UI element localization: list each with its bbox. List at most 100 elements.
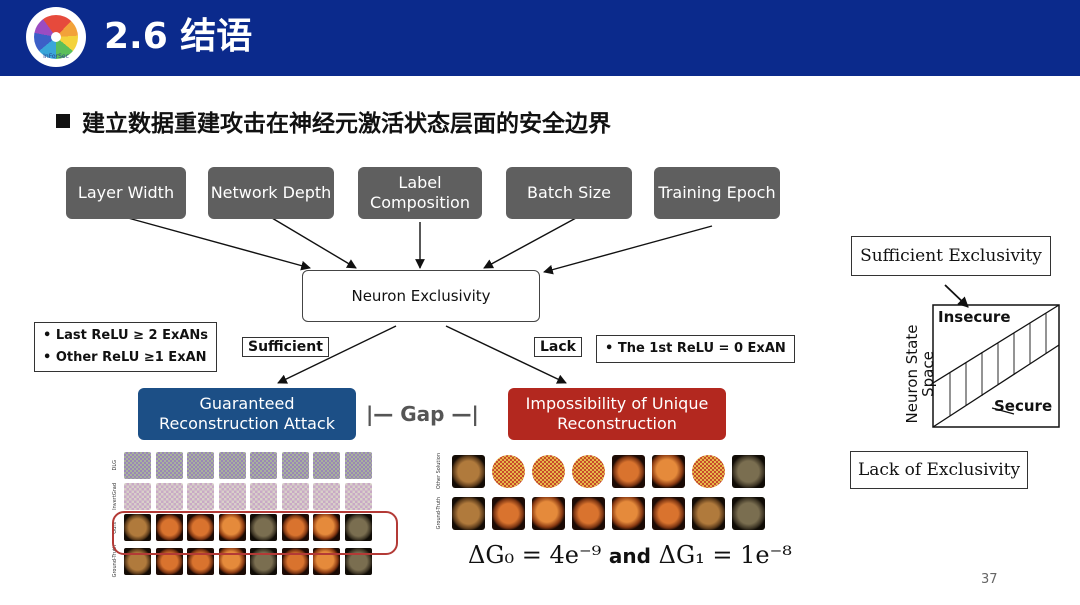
- image-thumb: [313, 547, 340, 575]
- arrow-lack: [445, 325, 567, 384]
- secure-label: Secure: [994, 397, 1053, 415]
- image-thumb: [692, 454, 725, 488]
- left-conditions-box: • Last ReLU ≥ 2 ExANs • Other ReLU ≥1 Ex…: [34, 322, 218, 372]
- image-thumb: [187, 547, 214, 575]
- page-number: 37: [981, 572, 998, 587]
- image-thumb: [532, 497, 565, 531]
- row-label: Other Solution: [436, 453, 442, 490]
- image-thumb: [218, 452, 246, 479]
- image-row: Other Solution: [436, 453, 772, 489]
- row-label: Ground-Truth: [436, 497, 442, 530]
- image-thumb: [452, 497, 485, 531]
- image-thumb: [281, 547, 309, 575]
- neuron-exclusivity-node: Neuron Exclusivity: [302, 270, 540, 322]
- ours-highlight-oval: [112, 511, 398, 555]
- gap-label: |— Gap —|: [366, 402, 479, 426]
- row-label: DLG: [112, 460, 118, 471]
- arrow-sufficient: [277, 325, 397, 384]
- neuron-state-space-label: Neuron State Space: [903, 324, 937, 424]
- image-thumb: [313, 514, 340, 541]
- image-thumb: [612, 497, 645, 531]
- title-bar: InForSec 2.6 结语: [0, 0, 1080, 76]
- image-thumb: [155, 547, 183, 575]
- image-thumb: [187, 514, 214, 541]
- right-condition-box: • The 1st ReLU = 0 ExAN: [596, 335, 795, 363]
- insecure-label: Insecure: [938, 308, 1011, 326]
- image-thumb: [250, 483, 277, 510]
- image-thumb: [344, 452, 372, 479]
- image-thumb: [218, 483, 246, 510]
- image-thumb: [344, 483, 372, 510]
- image-thumb: [732, 454, 765, 488]
- formula-part2: ΔG₁ = 1e⁻⁸: [658, 541, 792, 569]
- arrow-batch-size: [483, 217, 577, 269]
- bullet-text: 建立数据重建攻击在神经元激活状态层面的安全边界: [82, 111, 611, 137]
- image-thumb: [124, 547, 151, 575]
- factor-training-epoch: Training Epoch: [654, 167, 780, 219]
- image-thumb: [281, 514, 309, 541]
- logo-emblem-icon: [34, 15, 78, 59]
- image-thumb: [155, 483, 183, 510]
- gradient-formula: ΔG₀ = 4e⁻⁹ and ΔG₁ = 1e⁻⁸: [468, 541, 792, 569]
- image-thumb: [572, 454, 605, 488]
- secure-pointer-line: [991, 407, 1015, 415]
- image-thumb: [281, 452, 309, 479]
- bullet-row: 建立数据重建攻击在神经元激活状态层面的安全边界: [56, 104, 611, 138]
- image-thumb: [124, 483, 151, 510]
- lack-tag: Lack: [534, 337, 582, 357]
- factor-layer-width: Layer Width: [66, 167, 186, 219]
- arrow-layer-width: [127, 217, 311, 271]
- image-row: InvertGrad: [112, 483, 376, 510]
- image-thumb: [187, 452, 214, 479]
- arrow-insecure: [944, 284, 969, 308]
- upper-boundary-line: [932, 304, 1060, 384]
- image-thumb: [492, 454, 525, 488]
- logo-text: InForSec: [43, 53, 69, 60]
- image-thumb: [313, 452, 340, 479]
- image-thumb: [218, 514, 246, 541]
- image-thumb: [532, 454, 565, 488]
- arrow-network-depth: [271, 217, 357, 269]
- lower-boundary-line: [932, 344, 1060, 428]
- image-thumb: [155, 452, 183, 479]
- image-thumb: [572, 497, 605, 531]
- factor-batch-size: Batch Size: [506, 167, 632, 219]
- image-thumb: [124, 452, 151, 479]
- factor-label-composition: Label Composition: [358, 167, 482, 219]
- slide-title: 2.6 结语: [104, 16, 253, 57]
- left-image-grid: DLG InvertGrad Ours Ground-Truth: [112, 452, 376, 581]
- image-thumb: [452, 454, 485, 488]
- image-thumb: [250, 452, 277, 479]
- impossibility-box: Impossibility of Unique Reconstruction: [508, 388, 726, 440]
- hatch-lines: [949, 313, 1047, 416]
- sufficient-tag: Sufficient: [242, 337, 329, 357]
- image-thumb: [732, 497, 765, 531]
- image-row: Ours: [112, 514, 376, 541]
- image-thumb: [492, 497, 525, 531]
- row-label: InvertGrad: [112, 483, 118, 510]
- image-thumb: [344, 547, 372, 575]
- image-thumb: [124, 514, 151, 541]
- condition-item: • Other ReLU ≥1 ExAN: [43, 350, 207, 365]
- image-thumb: [250, 514, 277, 541]
- formula-part1: ΔG₀ = 4e⁻⁹: [468, 541, 602, 569]
- state-space-box: [932, 304, 1060, 428]
- lack-of-exclusivity-box: Lack of Exclusivity: [850, 451, 1028, 489]
- guaranteed-attack-box: Guaranteed Reconstruction Attack: [138, 388, 356, 440]
- image-thumb: [313, 483, 340, 510]
- image-thumb: [187, 483, 214, 510]
- image-thumb: [344, 514, 372, 541]
- right-image-grid: Other Solution Ground-Truth: [436, 453, 772, 534]
- image-thumb: [612, 454, 645, 488]
- image-thumb: [692, 497, 725, 531]
- factor-network-depth: Network Depth: [208, 167, 334, 219]
- image-thumb: [155, 514, 183, 541]
- inforsec-logo: InForSec: [26, 7, 86, 67]
- formula-and: and: [608, 544, 651, 568]
- image-row: DLG: [112, 452, 376, 479]
- image-row: Ground-Truth: [112, 545, 376, 577]
- image-row: Ground-Truth: [436, 497, 772, 531]
- image-thumb: [652, 454, 685, 488]
- image-thumb: [652, 497, 685, 531]
